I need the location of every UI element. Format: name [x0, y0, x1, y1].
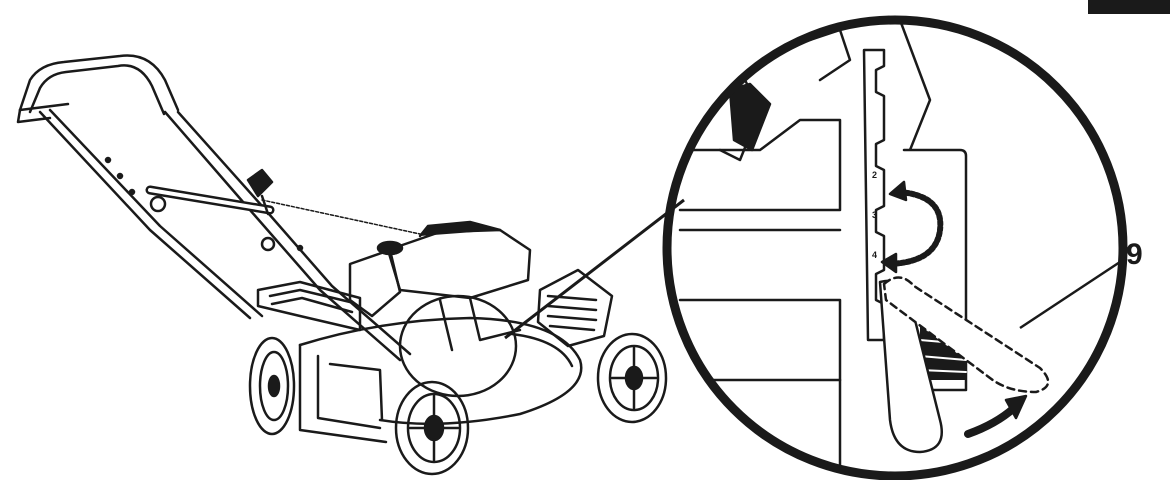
detail-focus-circle: [398, 294, 518, 398]
height-lever-alternate: [882, 276, 1050, 394]
scale-mark-2: 2: [872, 170, 877, 180]
mower-engine: [348, 220, 614, 352]
mower-handle: [16, 54, 412, 362]
scale-mark-3: 3: [872, 210, 877, 220]
engine-brake-lever: [246, 168, 274, 216]
callout-number: 9: [1126, 238, 1143, 271]
mower-wheel-front-left: [394, 380, 470, 476]
mower-deck: [298, 316, 583, 444]
mower-wheel-rear-left: [248, 336, 296, 436]
push-direction-arrow: [964, 404, 1018, 438]
starter-rope: [261, 199, 421, 235]
lawn-mower-illustration: [16, 54, 668, 476]
corner-tab: [1088, 0, 1170, 14]
rotation-arrow-arc: [887, 189, 944, 267]
grass-catcher: [256, 280, 362, 332]
detail-connector-line: [504, 198, 685, 340]
magnifier-circle: [662, 15, 1128, 480]
callout-leader-line: [1019, 256, 1127, 330]
magnified-detail-view: 2 3 4: [662, 15, 1128, 480]
mower-wheel-front-right: [596, 332, 668, 424]
scale-mark-4: 4: [872, 250, 877, 260]
